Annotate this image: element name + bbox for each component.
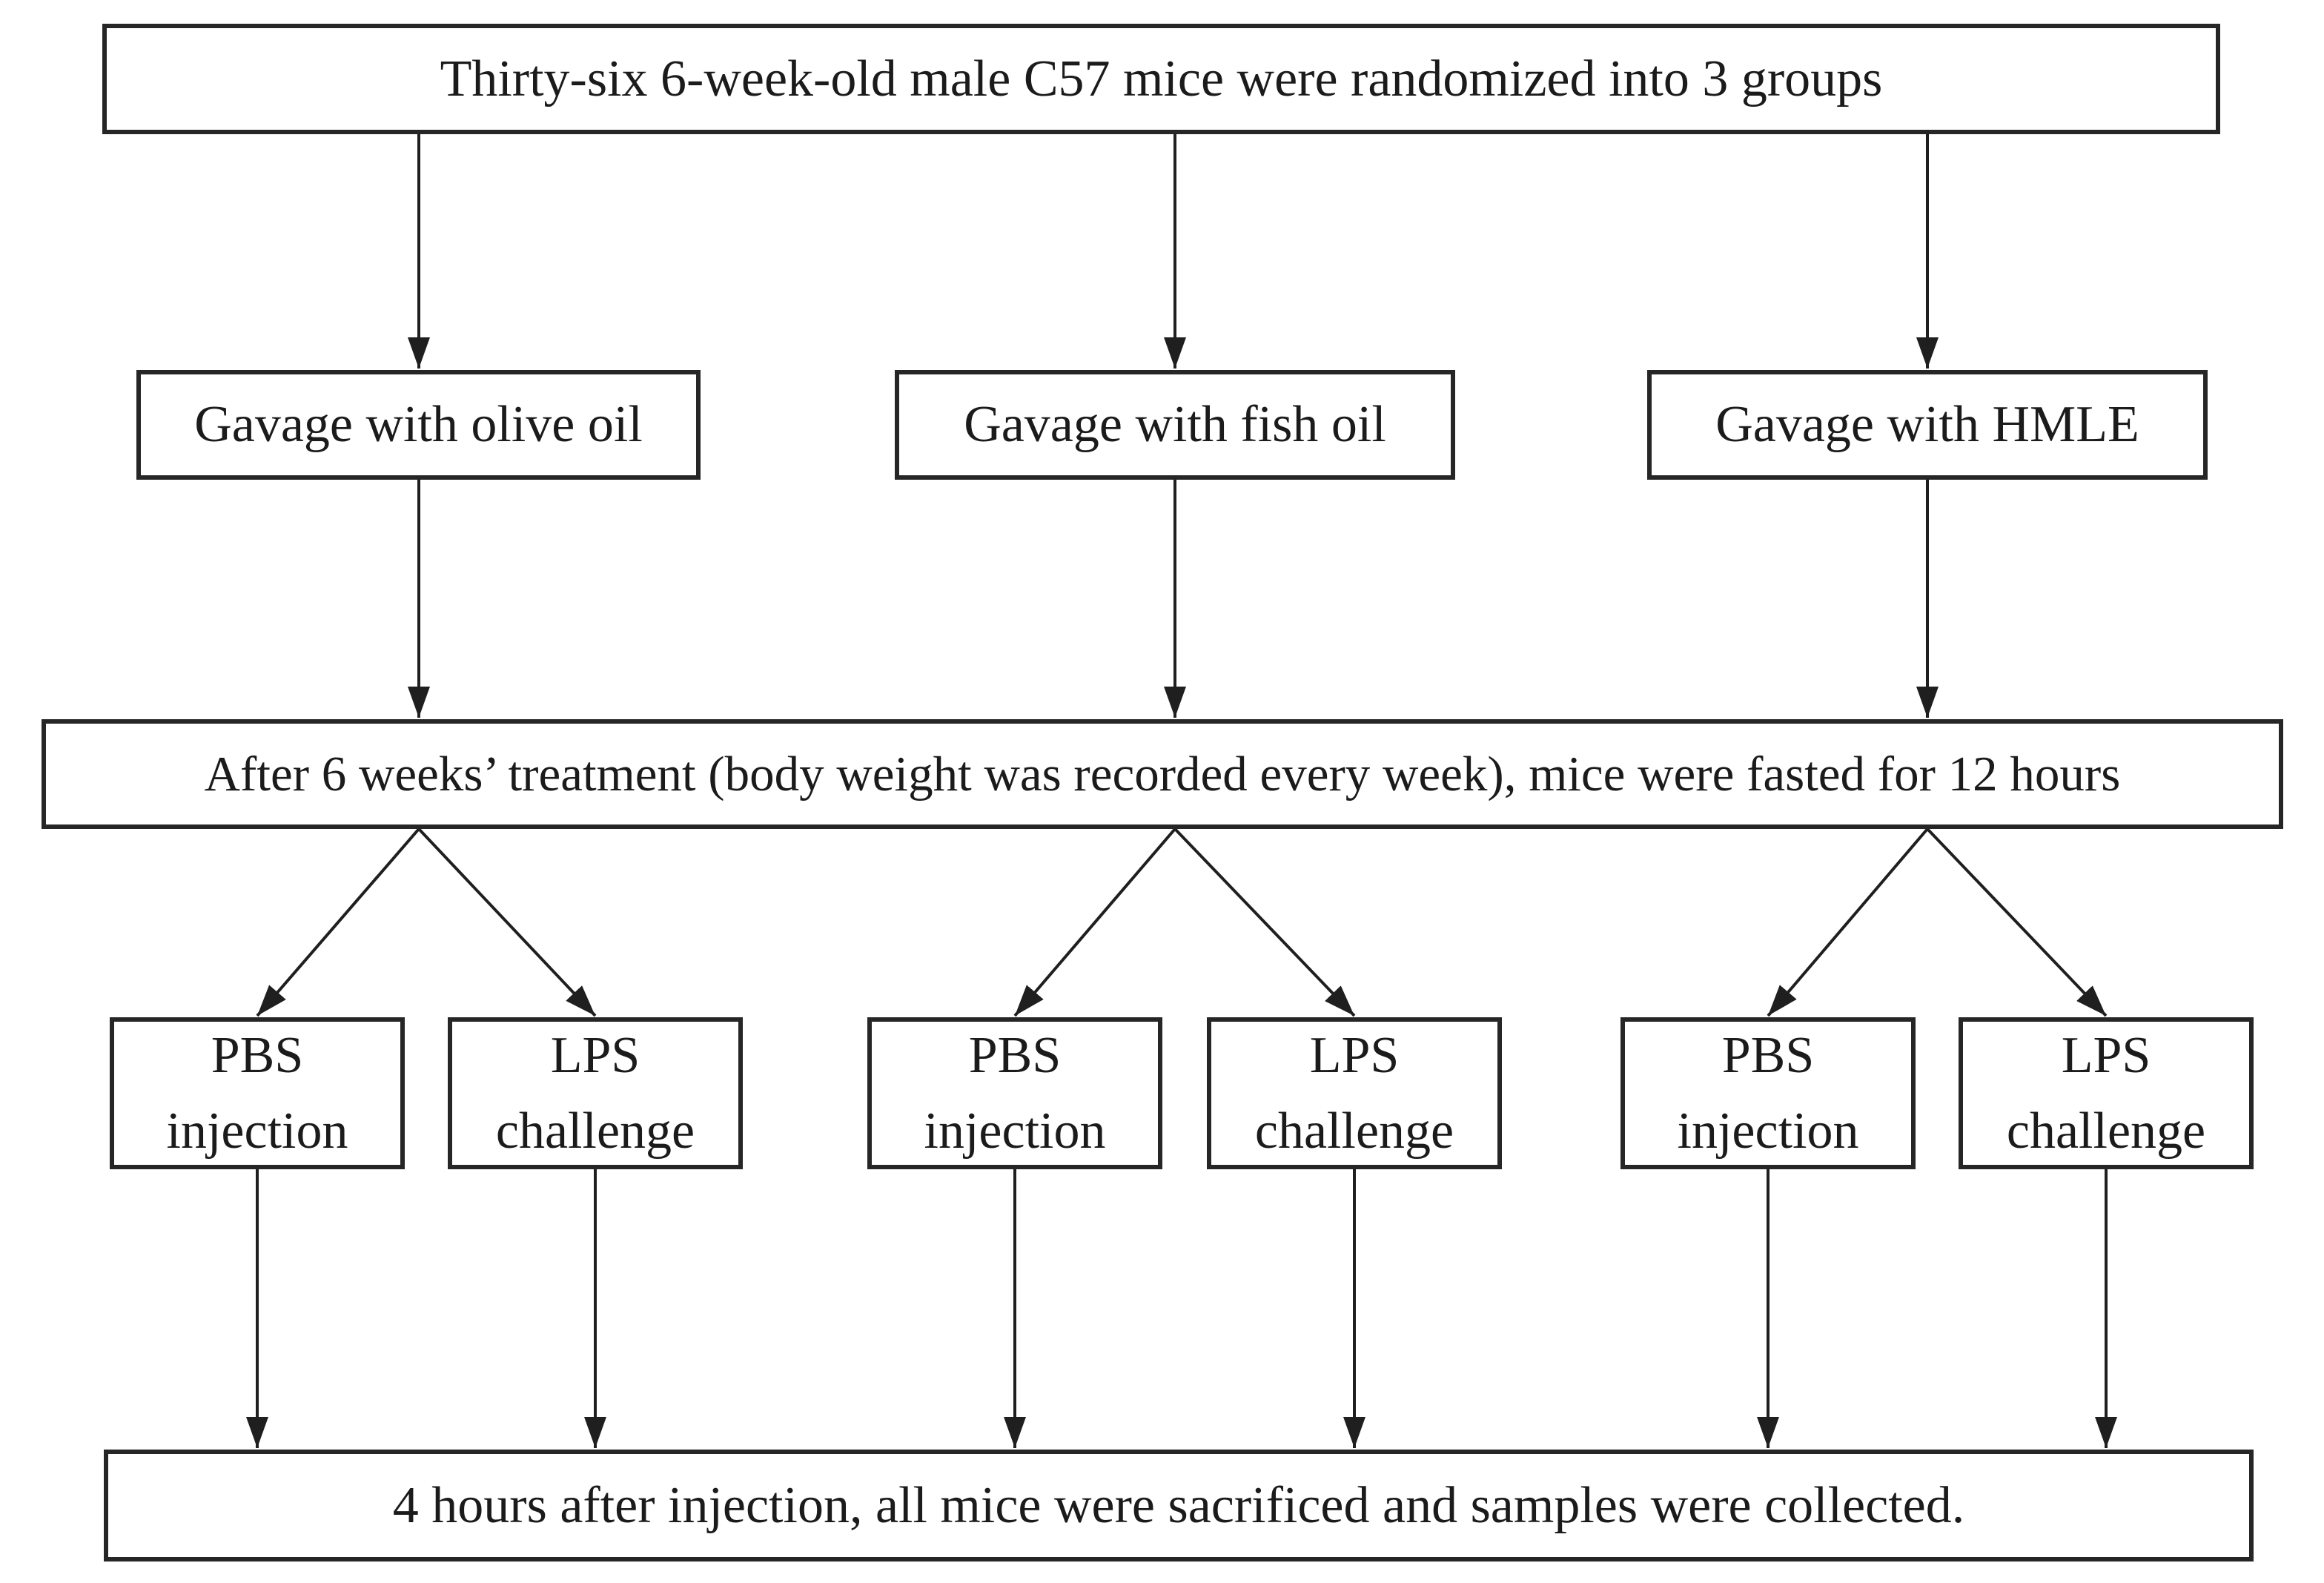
arrow-fasting-to-lps-group3: [1926, 827, 2108, 1017]
lps-challenge-text-group1: LPS challenge: [495, 1027, 695, 1160]
arrow-fasting-to-lps-group2: [1173, 827, 1356, 1017]
lps-challenge-text-group3: LPS challenge: [2006, 1027, 2206, 1160]
gavage-fish-oil-text: Gavage with fish oil: [964, 396, 1386, 453]
treatment-fasting-box: After 6 weeks’ treatment (body weight wa…: [42, 719, 2283, 829]
pbs-injection-box-group3: PBS injection: [1620, 1017, 1916, 1169]
randomization-box: Thirty-six 6-week-old male C57 mice were…: [102, 24, 2220, 134]
gavage-hmle-box: Gavage with HMLE: [1647, 370, 2208, 480]
arrow-fasting-to-pbs-group2: [1013, 827, 1176, 1017]
treatment-fasting-text: After 6 weeks’ treatment (body weight wa…: [204, 746, 2121, 802]
lps-challenge-box-group1: LPS challenge: [448, 1017, 743, 1169]
arrow-fasting-to-pbs-group1: [256, 827, 420, 1017]
endpoint-box: 4 hours after injection, all mice were s…: [104, 1450, 2254, 1561]
endpoint-text: 4 hours after injection, all mice were s…: [392, 1476, 1965, 1534]
gavage-olive-oil-text: Gavage with olive oil: [194, 396, 643, 453]
pbs-injection-text-group3: PBS injection: [1677, 1027, 1859, 1160]
lps-challenge-box-group2: LPS challenge: [1207, 1017, 1502, 1169]
pbs-injection-box-group2: PBS injection: [867, 1017, 1162, 1169]
randomization-text: Thirty-six 6-week-old male C57 mice were…: [440, 50, 1883, 108]
lps-challenge-text-group2: LPS challenge: [1254, 1027, 1454, 1160]
pbs-injection-box-group1: PBS injection: [110, 1017, 405, 1169]
gavage-hmle-text: Gavage with HMLE: [1715, 396, 2139, 453]
arrow-fasting-to-pbs-group3: [1767, 827, 1929, 1017]
arrow-fasting-to-lps-group1: [417, 827, 597, 1017]
pbs-injection-text-group1: PBS injection: [166, 1027, 348, 1160]
gavage-olive-oil-box: Gavage with olive oil: [136, 370, 701, 480]
pbs-injection-text-group2: PBS injection: [924, 1027, 1106, 1160]
gavage-fish-oil-box: Gavage with fish oil: [895, 370, 1455, 480]
lps-challenge-box-group3: LPS challenge: [1959, 1017, 2254, 1169]
